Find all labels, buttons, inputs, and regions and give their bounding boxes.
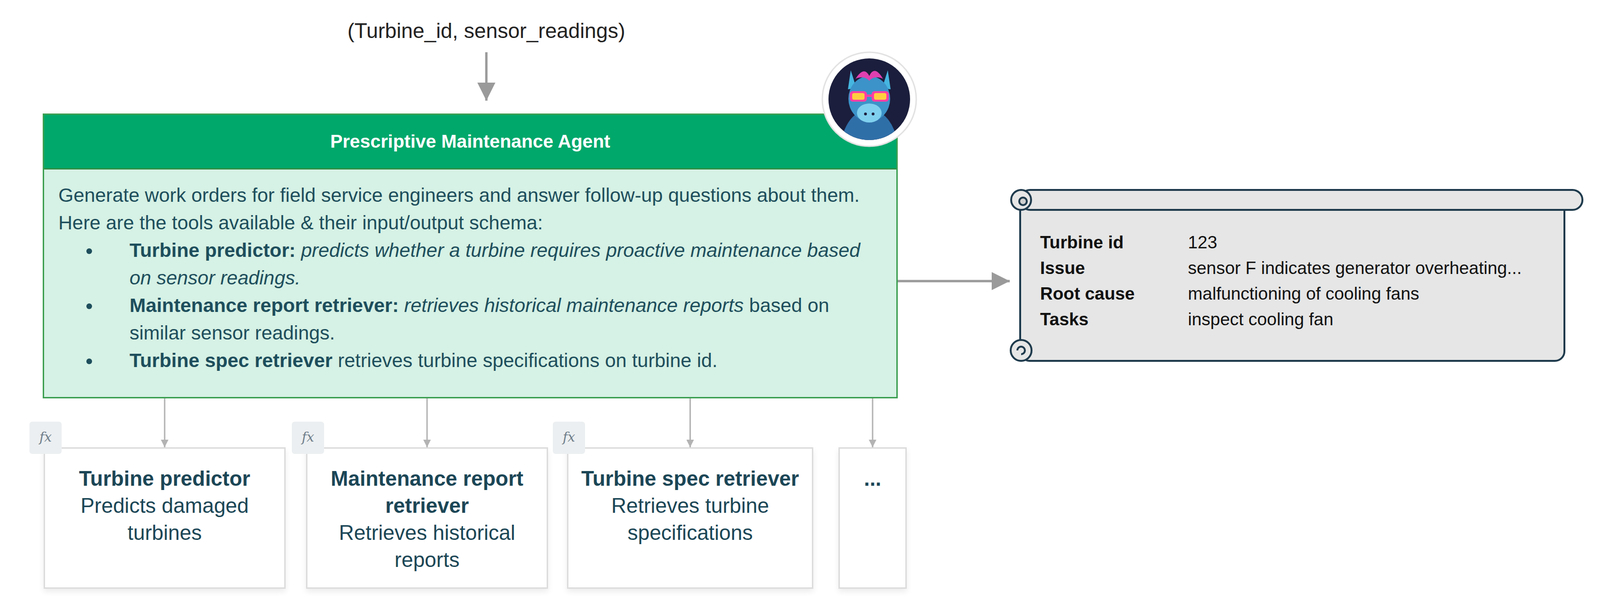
tool-title: ... bbox=[846, 464, 899, 492]
field-name: Tasks bbox=[1040, 306, 1178, 333]
tool-description: Retrieves historical reports bbox=[314, 518, 540, 573]
tool-box: Turbine predictorPredicts damaged turbin… bbox=[43, 446, 286, 589]
scroll-part bbox=[1020, 198, 1565, 361]
tool-connector bbox=[164, 398, 166, 447]
function-icon: fx bbox=[552, 421, 586, 454]
field-name: Root cause bbox=[1040, 280, 1178, 307]
scroll-part bbox=[1017, 346, 1025, 354]
tool-box: Turbine spec retrieverRetrieves turbine … bbox=[567, 446, 814, 589]
output-arrow bbox=[897, 279, 1010, 283]
input-arrow bbox=[485, 52, 488, 101]
tool-summary: retrieves historical maintenance reports bbox=[404, 294, 745, 317]
tool-title: Turbine predictor bbox=[51, 464, 278, 492]
tool-box: ... bbox=[838, 446, 907, 589]
tool-connector bbox=[426, 398, 428, 447]
input-label: (Turbine_id, sensor_readings) bbox=[296, 17, 677, 45]
field-name: Issue bbox=[1040, 255, 1178, 281]
tool-bullet: Maintenance report retriever:retrieves h… bbox=[101, 291, 880, 347]
tool-name: Turbine predictor: bbox=[129, 239, 296, 261]
work-order-scroll: Turbine id 123Issue sensor F indicates gen… bbox=[1009, 188, 1584, 362]
llama-avatar bbox=[821, 51, 918, 148]
scroll-part bbox=[1010, 339, 1032, 361]
field-value: 123 bbox=[1188, 229, 1565, 256]
field-value: malfunctioning of cooling fans bbox=[1188, 280, 1565, 307]
scroll-part bbox=[1020, 189, 1583, 210]
tool-list: Turbine predictor:predicts whether a tur… bbox=[58, 236, 880, 374]
agent-body: Generate work orders for field service e… bbox=[44, 167, 897, 388]
tool-title: Maintenance report retriever bbox=[314, 464, 540, 519]
tool-name: Maintenance report retriever: bbox=[129, 294, 399, 317]
work-order-table: Turbine id 123Issue sensor F indicates gen… bbox=[1040, 229, 1565, 333]
scroll-part bbox=[1011, 189, 1032, 210]
tool-box: Maintenance report retrieverRetrieves hi… bbox=[306, 446, 549, 589]
tool-description: Retrieves turbine specifications bbox=[575, 491, 806, 546]
tool-title: Turbine spec retriever bbox=[575, 464, 806, 492]
tool-connector bbox=[689, 398, 691, 447]
agent-description: Generate work orders for field service e… bbox=[58, 181, 880, 237]
tool-summary: retrieves turbine specifications on turb… bbox=[337, 349, 718, 372]
field-value: sensor F indicates generator overheating… bbox=[1188, 255, 1565, 281]
function-icon: fx bbox=[29, 421, 62, 454]
tool-name: Turbine spec retriever bbox=[129, 349, 333, 372]
field-value: inspect cooling fan bbox=[1188, 306, 1565, 333]
scroll-part bbox=[1019, 197, 1027, 205]
tool-bullet: Turbine spec retrieverretrieves turbine … bbox=[101, 346, 880, 374]
agent-box: Prescriptive Maintenance AgentGenerate w… bbox=[42, 113, 898, 399]
agent-title: Prescriptive Maintenance Agent bbox=[44, 114, 897, 168]
field-name: Turbine id bbox=[1040, 229, 1178, 256]
tool-connector bbox=[872, 398, 874, 447]
tool-description: Predicts damaged turbines bbox=[51, 491, 278, 546]
tool-bullet: Turbine predictor:predicts whether a tur… bbox=[101, 236, 880, 292]
function-icon: fx bbox=[291, 421, 325, 454]
